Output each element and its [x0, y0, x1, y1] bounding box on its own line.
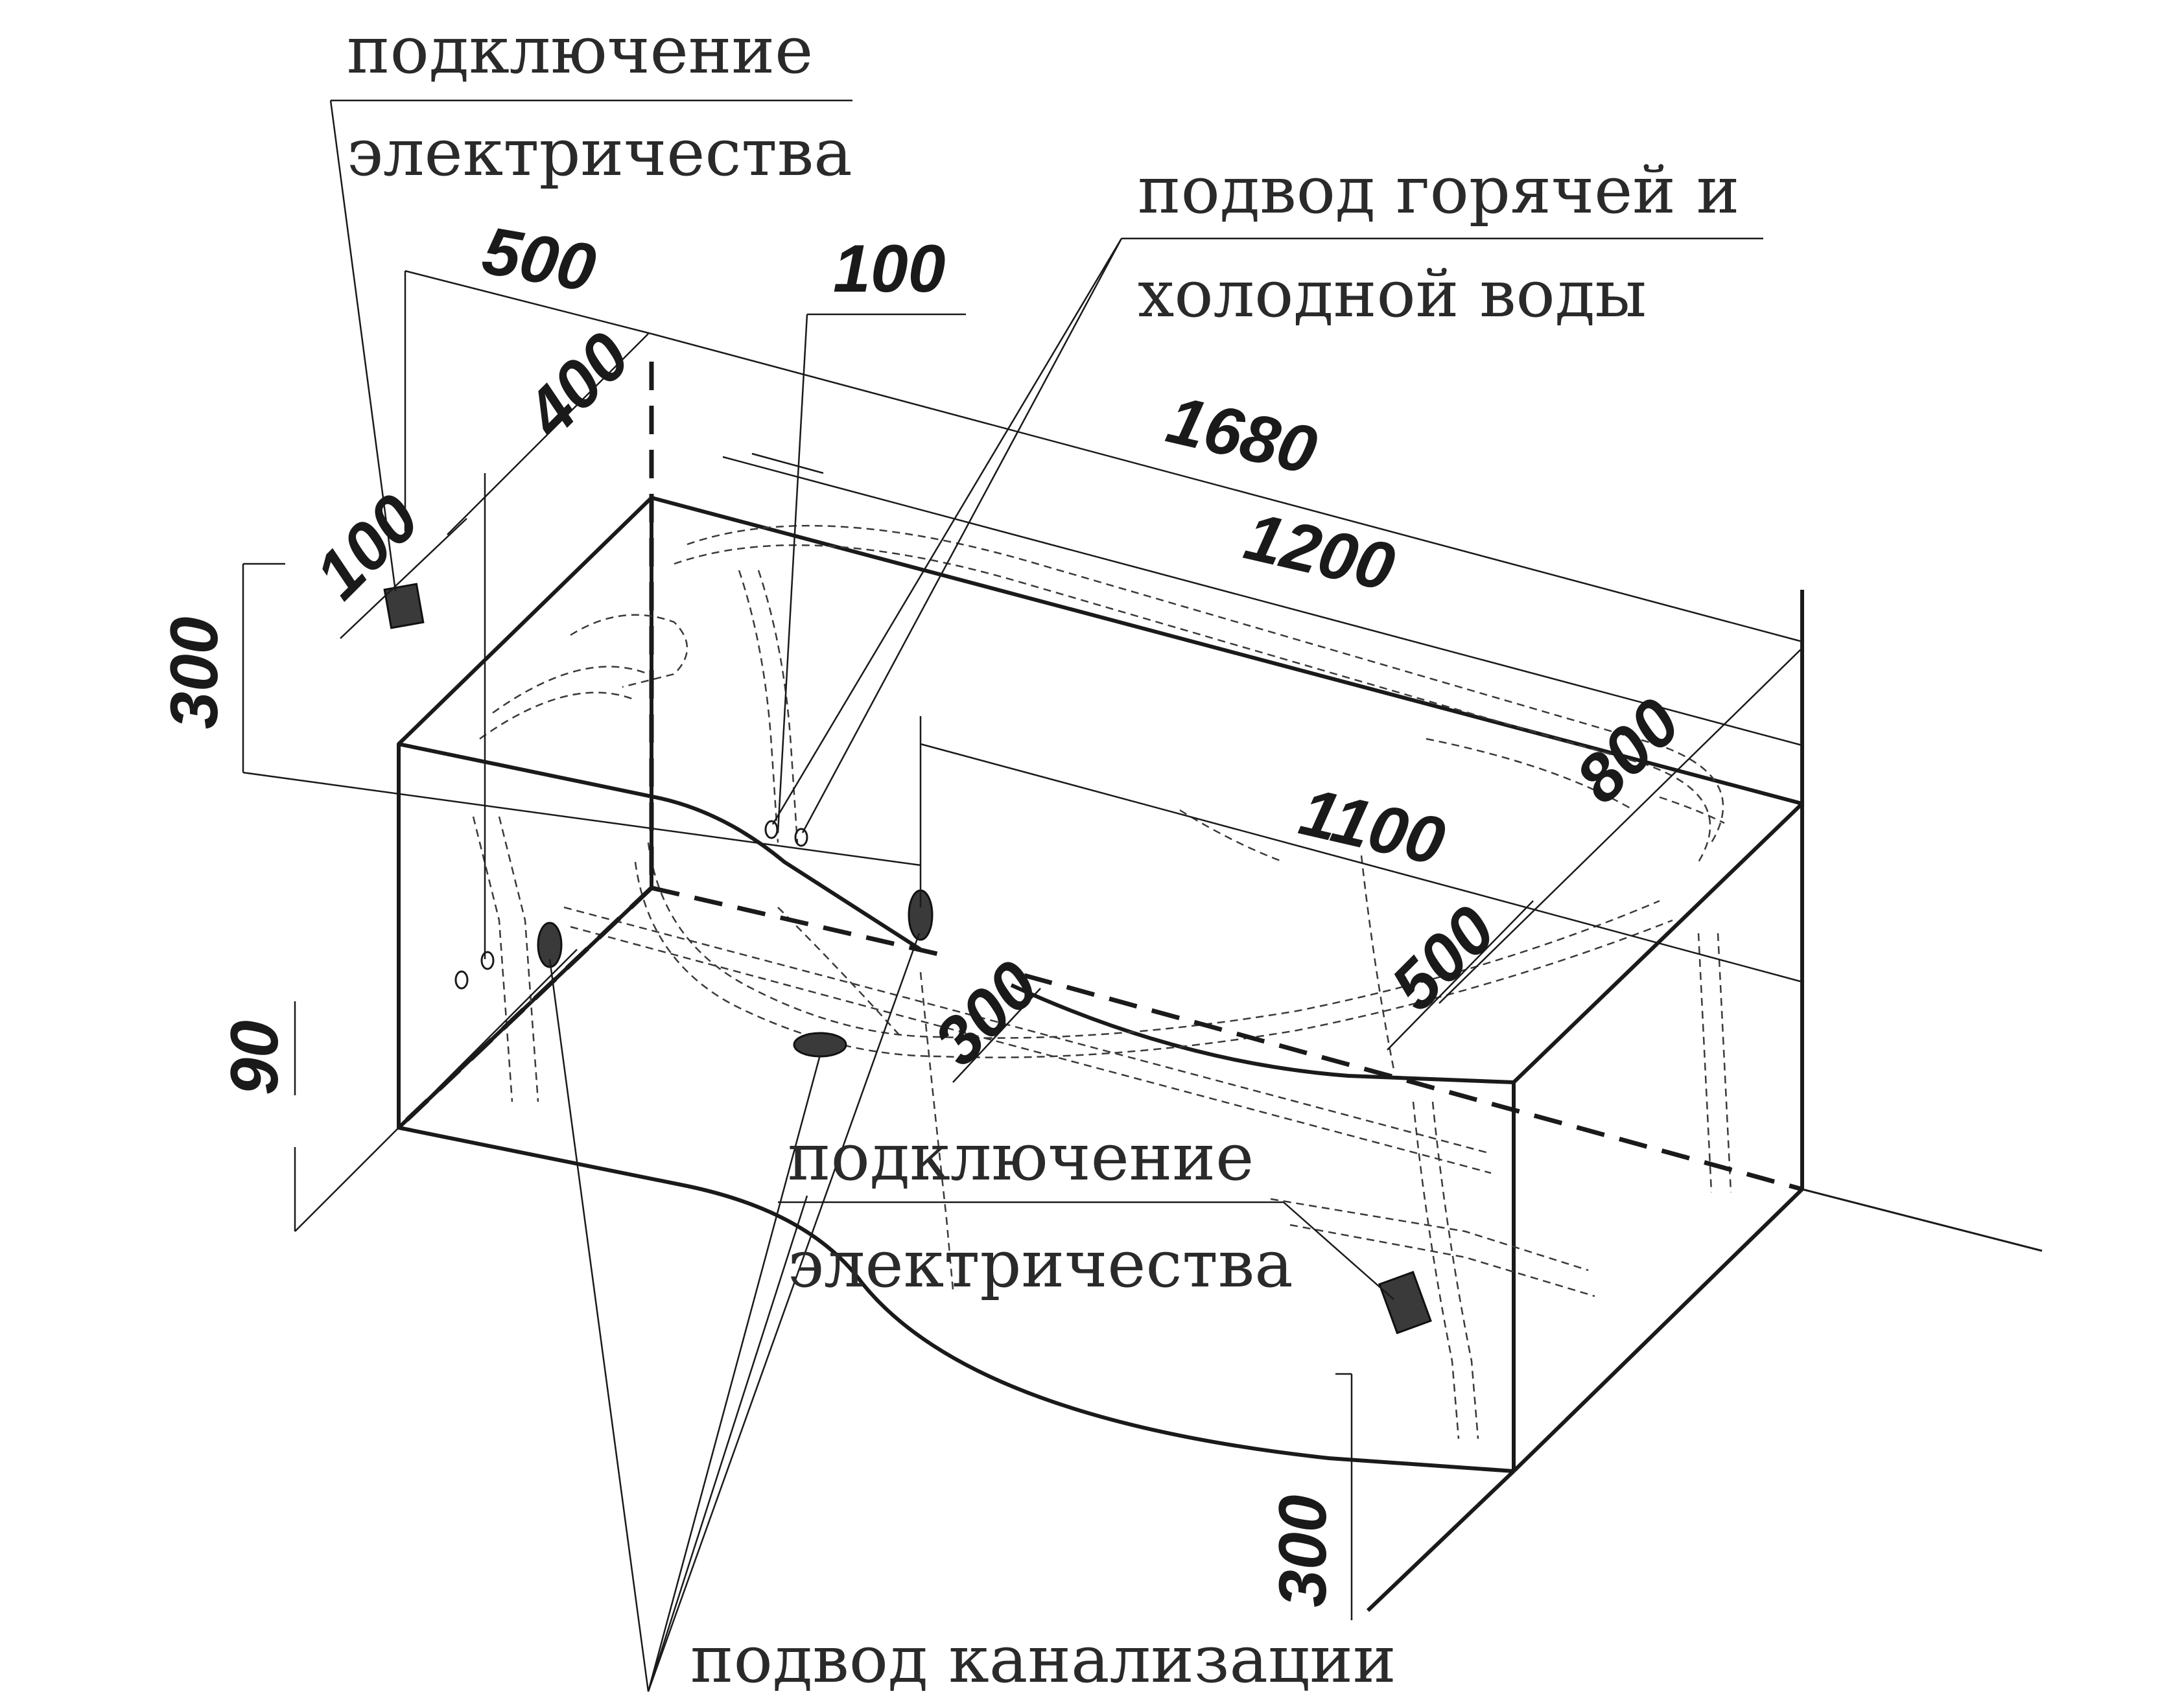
dimension-lines	[242, 270, 1803, 1620]
electric-box-top	[383, 583, 425, 629]
label-electric-top-2: электричества	[347, 115, 852, 191]
label-water-1: подвод горячей и	[1138, 152, 1739, 228]
label-electric-bottom-2: электричества	[788, 1226, 1293, 1302]
dim-300-left: 300	[157, 616, 232, 729]
dim-90: 90	[217, 1020, 292, 1095]
sewer-outlet-middle	[793, 1032, 847, 1058]
hidden-lines	[472, 524, 1732, 1439]
label-electric-top-1: подключение	[347, 12, 813, 88]
label-electric-bottom-1: подключение	[788, 1119, 1254, 1195]
leader-lines	[329, 99, 1763, 1692]
electric-box-bottom	[1378, 1270, 1432, 1334]
floor-wall-lines	[397, 362, 2043, 1252]
dim-300-bottom: 300	[1265, 1494, 1341, 1607]
dim-1100: 1100	[1293, 774, 1451, 879]
label-sewer: подвод канализации	[690, 1622, 1396, 1697]
dim-500-top: 500	[477, 213, 601, 306]
dim-300-mid: 300	[920, 948, 1053, 1080]
label-water-2: холодной воды	[1138, 256, 1647, 332]
dim-500-right: 500	[1377, 892, 1510, 1025]
bathtub-outline	[397, 496, 1804, 1612]
dim-800: 800	[1562, 685, 1695, 818]
dim-100-top: 100	[833, 231, 946, 307]
dim-400: 400	[511, 319, 644, 452]
sewer-outlet-left	[537, 922, 563, 968]
dim-1200: 1200	[1238, 498, 1402, 605]
connection-points	[383, 583, 1432, 1334]
dim-1680: 1680	[1160, 382, 1324, 489]
text-labels: подключение электричества подвод горячей…	[347, 12, 1739, 1697]
